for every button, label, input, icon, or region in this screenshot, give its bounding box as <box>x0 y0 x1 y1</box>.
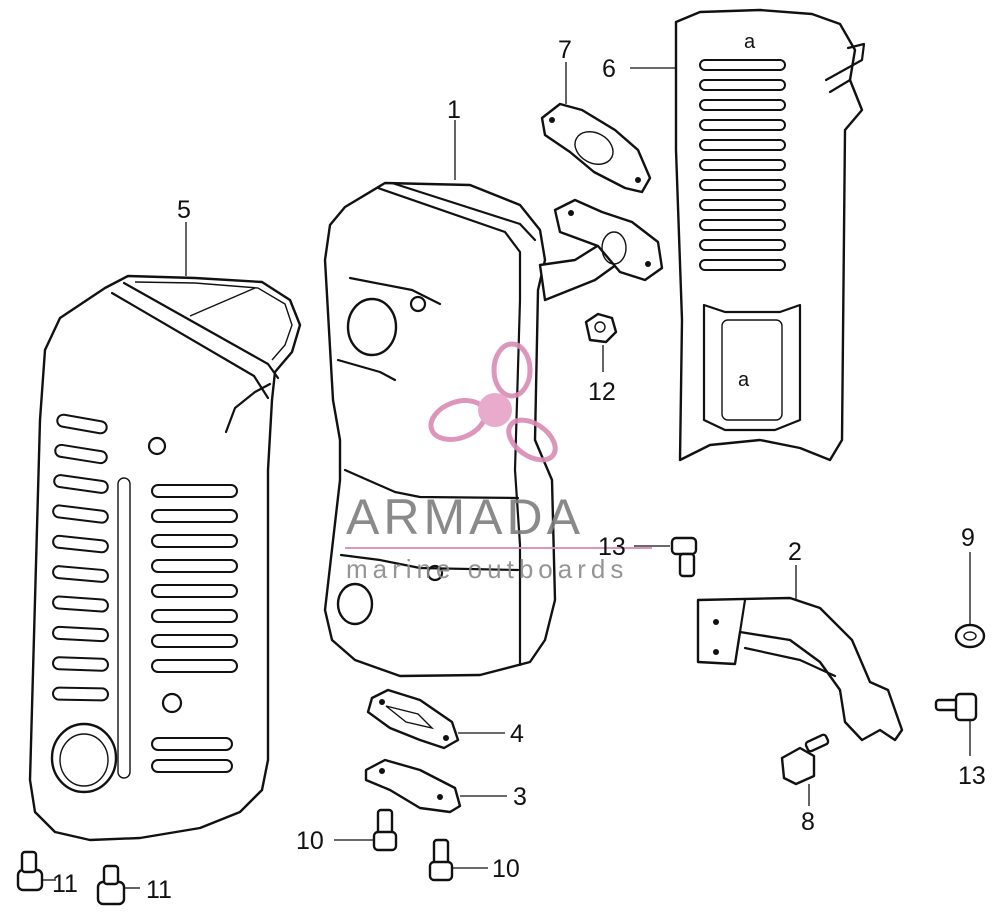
callout-9: 9 <box>961 524 975 552</box>
part-5-left-louvers <box>52 413 109 702</box>
callout-10b: 10 <box>492 855 520 883</box>
callout-12: 12 <box>588 378 616 406</box>
callout-3: 3 <box>513 783 527 811</box>
watermark-brand: ARMADA <box>346 489 584 545</box>
part-12-nut <box>584 312 618 344</box>
svg-text:a: a <box>738 369 750 391</box>
part-13-bolt-right <box>934 692 978 722</box>
callout-5: 5 <box>177 196 191 224</box>
watermark: ARMADA marine outboards <box>345 341 652 584</box>
part-7-gasket <box>540 102 652 194</box>
part-8-bolt <box>780 733 830 786</box>
part-6-outer-cover: a a <box>674 8 866 462</box>
part-4-plate <box>366 688 460 750</box>
callout-11b: 11 <box>146 876 172 904</box>
part-11-bolt-a <box>16 850 44 892</box>
callout-11a: 11 <box>52 870 78 898</box>
callout-7: 7 <box>558 36 572 64</box>
part-11-bolt-b <box>96 864 126 906</box>
part-10-bolt-b <box>428 838 454 882</box>
part-6-louvers <box>699 59 786 271</box>
part-13-bolt-center <box>670 536 698 578</box>
callout-10a: 10 <box>296 827 324 855</box>
callout-6: 6 <box>602 55 616 83</box>
callout-13b: 13 <box>958 762 986 790</box>
callout-labels: 1 2 3 4 5 6 7 8 9 10 10 11 11 12 13 13 <box>52 36 986 904</box>
part-9-washer <box>954 623 986 649</box>
callout-2: 2 <box>788 538 802 566</box>
callout-4: 4 <box>510 720 524 748</box>
logo-petal-top <box>491 341 533 399</box>
logo-petal-right <box>506 417 558 463</box>
callout-8: 8 <box>801 808 815 836</box>
part-2-bracket <box>696 596 904 742</box>
part-3-plate <box>364 758 462 814</box>
part-1-muffler <box>323 181 664 678</box>
watermark-tagline: marine outboards <box>346 554 628 584</box>
armada-logo-icon <box>428 341 558 463</box>
callout-13a: 13 <box>598 533 626 561</box>
logo-hub <box>478 393 512 427</box>
part-5-right-louvers <box>151 484 238 773</box>
leader-lines <box>42 62 971 889</box>
svg-text:a: a <box>744 31 756 53</box>
part-10-bolt-a <box>372 808 398 852</box>
callout-1: 1 <box>447 96 461 124</box>
part-5-muffler-protector <box>28 274 302 842</box>
